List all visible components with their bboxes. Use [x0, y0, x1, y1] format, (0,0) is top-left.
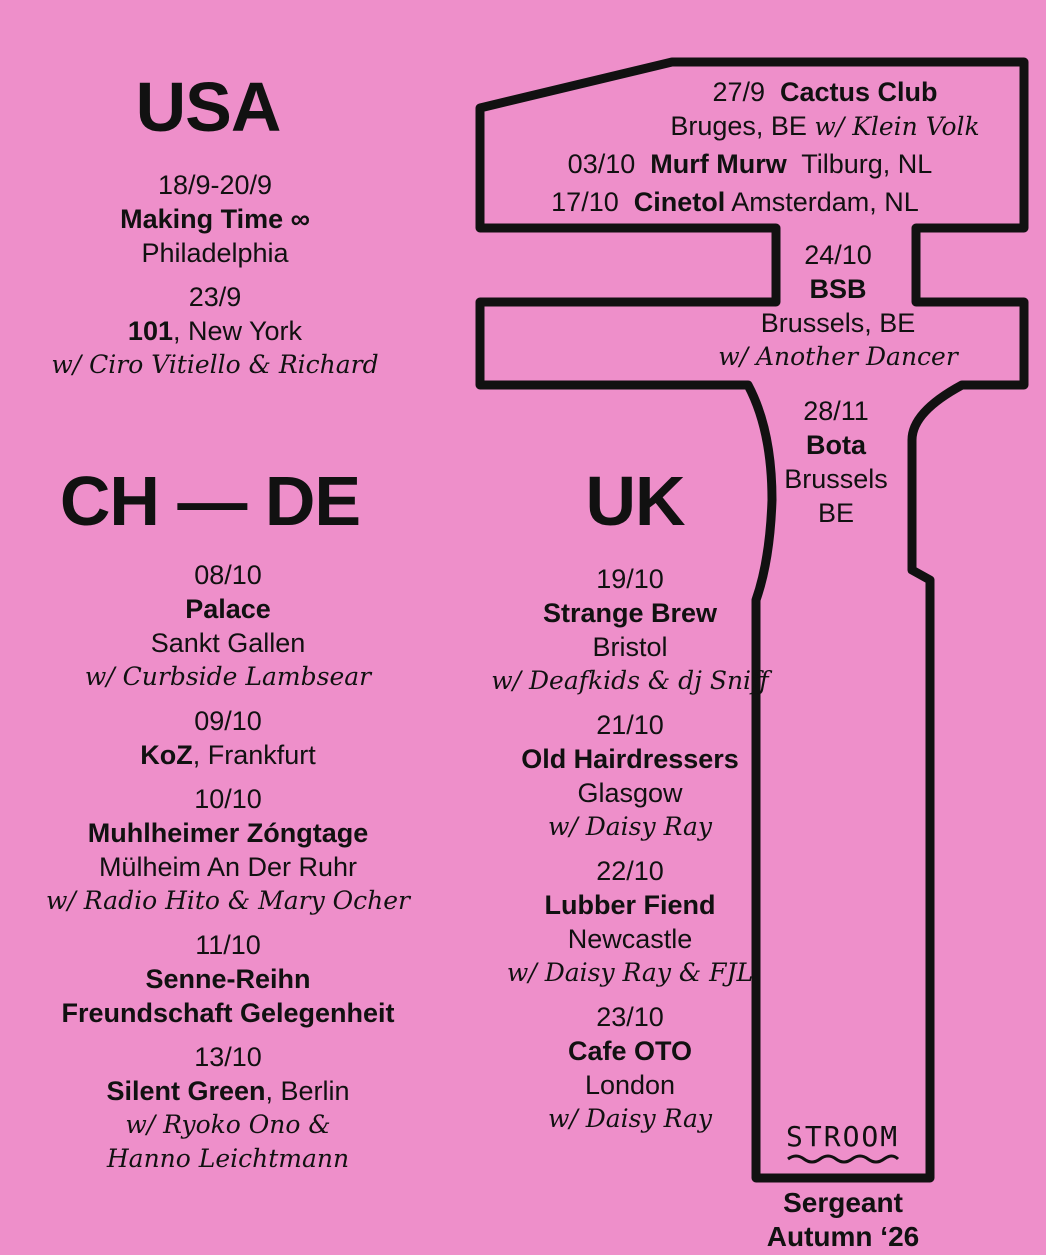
- event-support: w/ Ryoko Ono &: [125, 1110, 331, 1139]
- logo-wordmark: STROOM: [786, 1120, 900, 1153]
- event-venue: Bota: [806, 430, 866, 460]
- event-date: 18/9-20/9: [157, 170, 273, 200]
- event-venue: Lubber Fiend: [544, 890, 716, 920]
- event-support: w/ Klein Volk: [814, 112, 980, 141]
- event-row: 27/9 Cactus Club: [640, 75, 1010, 109]
- event-date: 23/9: [188, 282, 242, 312]
- event-support: w/ Another Dancer: [718, 342, 958, 371]
- event-venue-city: 101, New York: [20, 314, 410, 348]
- event-venue: BSB: [809, 274, 867, 304]
- event-venue: Old Hairdressers: [521, 744, 739, 774]
- event-bota: 28/11 Bota Brussels BE: [774, 394, 898, 530]
- event-venue: Murf Murw: [650, 149, 787, 179]
- event-support: w/ Daisy Ray: [547, 1104, 713, 1133]
- event-support: w/ Daisy Ray: [547, 812, 713, 841]
- event-city: Mülheim An Der Ruhr: [98, 852, 358, 882]
- event-support: w/ Ciro Vitiello & Richard: [51, 350, 379, 379]
- event-city: London: [584, 1070, 676, 1100]
- event-city: , New York: [172, 316, 303, 346]
- event-date: 27/9: [712, 77, 765, 107]
- event-date: 08/10: [194, 560, 262, 590]
- event-venue: 101: [127, 316, 173, 346]
- event-city: Brussels: [784, 464, 888, 494]
- event-date: 19/10: [596, 564, 664, 594]
- event-venue: Strange Brew: [542, 598, 718, 628]
- event-date: 17/10: [551, 187, 619, 217]
- heading-uk: UK: [585, 462, 685, 540]
- event-date: 22/10: [596, 856, 664, 886]
- event-date: 13/10: [194, 1042, 262, 1072]
- event-venue-city: Silent Green, Berlin: [0, 1074, 456, 1108]
- event-support: Hanno Leichtmann: [106, 1144, 350, 1173]
- event-venue-city: KoZ, Frankfurt: [0, 738, 456, 772]
- heading-usa: USA: [135, 68, 282, 146]
- event-city: , Berlin: [265, 1076, 350, 1106]
- stroom-logo: STROOM: [786, 1120, 906, 1165]
- event-support: w/ Radio Hito & Mary Ocher: [46, 886, 410, 915]
- event-city: Bruges, BE: [670, 111, 807, 141]
- event-date: 21/10: [596, 710, 664, 740]
- event-support: w/ Curbside Lambsear: [84, 662, 372, 691]
- event-date: 09/10: [194, 706, 262, 736]
- event-venue: Cinetol: [633, 187, 726, 217]
- event-row: 03/10 Murf Murw Tilburg, NL: [490, 147, 1010, 181]
- event-date: 28/11: [803, 396, 869, 426]
- event-support: w/ Daisy Ray & FJL: [506, 958, 754, 987]
- artist-name: Sergeant: [783, 1187, 903, 1218]
- event-city: , Frankfurt: [192, 740, 316, 770]
- heading-ch-de: CH — DE: [59, 462, 361, 540]
- event-date: 11/10: [195, 930, 261, 960]
- event-venue: Palace: [185, 594, 271, 624]
- event-city: Philadelphia: [141, 238, 289, 268]
- event-date: 24/10: [804, 240, 872, 270]
- event-venue: Cactus Club: [780, 77, 938, 107]
- event-bsb: 24/10 BSB Brussels, BE w/ Another Dancer: [700, 238, 976, 374]
- event-city: Brussels, BE: [760, 308, 916, 338]
- event-row: 17/10 Cinetol Amsterdam, NL: [490, 185, 980, 219]
- event-city: Sankt Gallen: [150, 628, 306, 658]
- event-date: 03/10: [567, 149, 636, 179]
- event-date: 10/10: [194, 784, 262, 814]
- event-venue: Cafe OTO: [567, 1036, 693, 1066]
- ch-de-list: 08/10 Palace Sankt Gallen w/ Curbside La…: [0, 558, 456, 1176]
- event-row: Bruges, BE w/ Klein Volk: [640, 109, 1010, 144]
- wave-icon: [787, 1154, 900, 1164]
- event-city: Freundschaft Gelegenheit: [61, 998, 395, 1028]
- event-city: Amsterdam, NL: [731, 187, 919, 217]
- event-venue: Silent Green: [106, 1076, 266, 1106]
- event-city: Bristol: [592, 632, 668, 662]
- tour-season: Autumn ‘26: [766, 1221, 920, 1252]
- event-support: w/ Deafkids & dj Sniff: [491, 666, 769, 695]
- usa-list: 18/9-20/9 Making Time ∞ Philadelphia 23/…: [20, 168, 410, 382]
- event-venue: Muhlheimer Zóngtage: [87, 818, 369, 848]
- event-city: Newcastle: [567, 924, 693, 954]
- event-venue: KoZ: [140, 740, 193, 770]
- event-date: 23/10: [596, 1002, 664, 1032]
- event-venue: Senne-Reihn: [145, 964, 311, 994]
- event-city: Tilburg, NL: [801, 149, 933, 179]
- footer-credit: Sergeant Autumn ‘26: [730, 1186, 956, 1254]
- event-city: BE: [817, 498, 855, 528]
- event-venue: Making Time ∞: [120, 204, 310, 234]
- event-city: Glasgow: [577, 778, 683, 808]
- uk-list: 19/10 Strange Brew Bristol w/ Deafkids &…: [470, 562, 790, 1136]
